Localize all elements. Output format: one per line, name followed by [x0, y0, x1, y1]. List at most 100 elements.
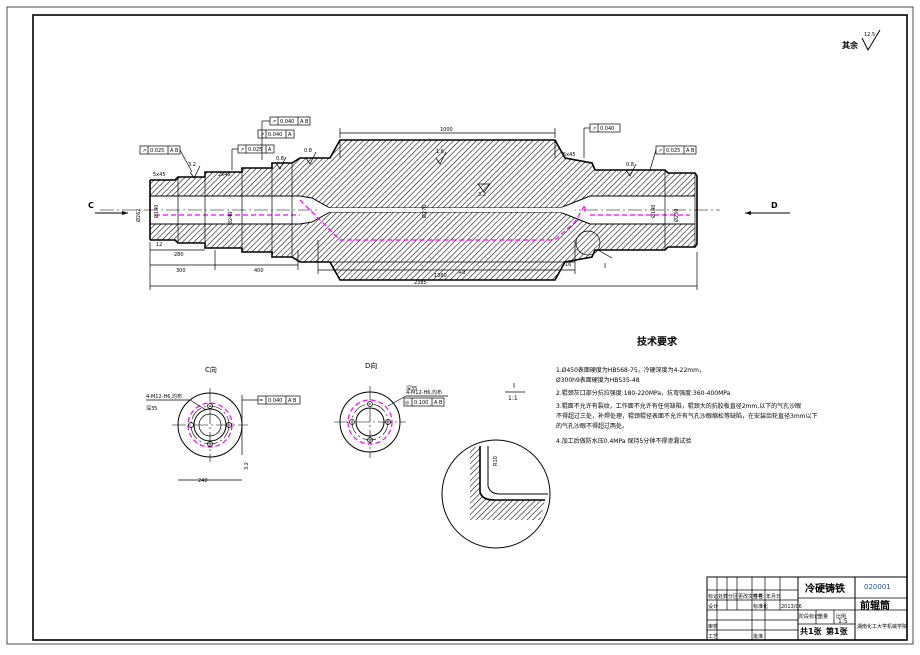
tb-school: 湖南化工大学机械学院 — [857, 623, 907, 630]
sheet-border — [6, 6, 914, 645]
dim-12: 12 — [156, 242, 162, 248]
detail-i-label: I — [513, 382, 515, 390]
dim-dia-right2: Ø250 — [673, 209, 680, 222]
tolerance-frame-4: ↗ 0.025 A — [231, 144, 275, 170]
tech-line-2: Ø300h9表面硬度为HBS35-48 — [556, 376, 640, 384]
tolerance-frame-1: ↗ 0.025 A B — [139, 145, 193, 173]
roughness-symbol-2: 0.8 — [275, 156, 287, 170]
tb-sheets: 共1张 — [800, 626, 823, 636]
tb-h-approve: 批准 — [753, 633, 763, 640]
tolerance-frames: ↗ 0.025 A B ↗ 0.040 A B ↗ 0.040 A — [139, 116, 697, 173]
detail-i-view: I 1:1 R10 — [441, 382, 551, 549]
tolerance-frame-3: ↗ 0.040 A — [257, 129, 295, 139]
general-roughness-note: 其余 12.5 — [842, 29, 881, 52]
view-c-title: C向 — [205, 365, 217, 374]
detail-i-callout-circle — [575, 230, 601, 256]
roughness-symbol-1: 3.2 — [188, 162, 201, 179]
dim-dia-inner: Ø140 — [153, 205, 160, 218]
view-c-frame-value: 0.040 — [268, 398, 282, 404]
view-d-frame-value: 0.100 — [414, 400, 428, 406]
tb-h-std: 标准化 — [753, 603, 768, 610]
view-c-frame-datum: A B — [288, 398, 297, 404]
tb-drawing-no: 020001 — [864, 583, 891, 591]
svg-text:↗: ↗ — [658, 148, 662, 154]
view-d-frame-datum: A B — [434, 400, 443, 406]
svg-text:0.8: 0.8 — [626, 162, 634, 168]
tech-title: 技术要求 — [637, 335, 678, 348]
tb-date-val: 2013/06 — [781, 604, 802, 610]
svg-text:0.025: 0.025 — [150, 148, 164, 154]
dim-dia-right: Ø140 — [650, 205, 657, 218]
svg-text:A B: A B — [686, 148, 695, 154]
general-finish-text: 其余 — [842, 40, 859, 50]
svg-text:↗: ↗ — [240, 147, 244, 153]
tb-part-name: 前辊筒 — [860, 599, 890, 612]
view-c-dim-side: 3.2 — [244, 462, 250, 470]
view-d-thread-note: 4-M12-H6,均布 — [406, 389, 442, 396]
tb-h-stage: 阶段标记 — [799, 613, 819, 620]
tb-material: 冷硬铸铁 — [805, 582, 845, 595]
dim-1000: 1000 — [440, 127, 453, 133]
tech-line-1: 1.Ø450表面硬度为HBS68-75，冷硬深度为4-22mm， — [556, 366, 705, 374]
tb-h-docno: 更改文件号 — [738, 593, 763, 600]
dim-1360-tol: +0 — [458, 270, 465, 276]
svg-text:↗: ↗ — [272, 119, 276, 125]
view-c-frame-sym: = — [259, 398, 263, 404]
svg-text:0.025: 0.025 — [666, 148, 680, 154]
title-block: 标记 处数 分区 更改文件号 签名 年月日 设计 标准化 2013/06 审核 … — [706, 576, 908, 641]
svg-text:0.025: 0.025 — [248, 147, 262, 153]
tech-line-6: 的气孔沙眼不得超过两处。 — [556, 422, 628, 430]
tech-line-7: 4.加工后做防水压0.4MPa 保持5分钟不得渗漏试验 — [556, 437, 691, 445]
tb-h-design: 设计 — [708, 603, 718, 610]
view-c-depth-note: 深35 — [146, 405, 157, 412]
tech-line-5: 不得超过三处，补焊处理，辊颈辊径表面不允许有气孔沙眼缩松等缺陷，在安装齿轮直径3… — [556, 412, 818, 420]
svg-text:A: A — [288, 132, 292, 138]
dim-2385: 2385 — [414, 280, 427, 286]
dim-dia-bore: Ø270 — [421, 205, 428, 218]
general-roughness-value: 12.5 — [864, 32, 875, 38]
tb-h-zone: 分区 — [728, 593, 738, 600]
view-c-thread-note: 4-M12-H6,均布 — [146, 393, 182, 400]
tb-scale: 1:5 — [838, 618, 848, 625]
svg-text:↗: ↗ — [142, 148, 146, 154]
shaft-main-view: C D I — [88, 139, 790, 281]
tolerance-frame-5: ↗ 0.040 — [583, 123, 621, 158]
detail-i-note: R10 — [493, 456, 499, 466]
view-d-depth-note: 深35 — [406, 385, 417, 392]
view-d-title: D向 — [365, 361, 377, 370]
roughness-symbol-4: 0.8 — [304, 148, 317, 165]
dim-280: 280 — [174, 252, 184, 258]
tolerance-frame-6: ↗ 0.025 A B — [649, 145, 697, 171]
tb-h-count: 处数 — [718, 593, 728, 600]
tb-h-process: 工艺 — [708, 634, 718, 640]
svg-text:3.2: 3.2 — [478, 192, 486, 198]
tolerance-frame-2: ↗ 0.040 A B — [261, 116, 311, 160]
dim-400: 400 — [254, 268, 264, 274]
svg-text:0.8: 0.8 — [276, 156, 284, 162]
chamfer-right: 5x45 — [563, 152, 576, 158]
detail-i-callout-label: I — [604, 262, 606, 270]
svg-text:A B: A B — [170, 148, 179, 154]
tb-h-ratio: 比例 — [836, 613, 846, 620]
roughness-symbol-5: 0.8 — [625, 162, 637, 177]
dim-300: 300 — [176, 268, 186, 274]
tech-line-4: 3.辊面不允许有裂纹，工作面不允许有任何缺陷，辊颈大的抗胶板直径2mm,以下的气… — [556, 402, 801, 410]
tb-h-date: 年月日 — [766, 593, 781, 600]
detail-i-scale: 1:1 — [508, 395, 518, 402]
svg-text:0.040: 0.040 — [268, 132, 282, 138]
tb-sheet-no: 第1张 — [826, 626, 849, 636]
view-c-marker: C — [88, 201, 94, 210]
svg-text:3.2: 3.2 — [188, 162, 196, 168]
chamfer-2x45: 2x45 — [218, 172, 231, 178]
tb-h-sign: 签名 — [753, 593, 763, 600]
svg-text:0.8: 0.8 — [304, 148, 312, 154]
svg-text:↗: ↗ — [260, 132, 264, 138]
view-d: D向 4-M12-H6,均布 深35 ◎ 0.100 A B — [334, 361, 448, 458]
svg-text:0.040: 0.040 — [600, 126, 614, 132]
dim-dia-left: Ø262 — [135, 209, 142, 222]
tech-line-3: 2.辊颈灰口部分抗拉强度:180-220MPa，抗弯强度:360-400MPa — [556, 389, 731, 397]
dim-1360: 1360 — [434, 273, 447, 279]
roughness-symbol-6: 3.2 — [477, 183, 491, 198]
chamfer-left: 5x45 — [153, 172, 166, 178]
